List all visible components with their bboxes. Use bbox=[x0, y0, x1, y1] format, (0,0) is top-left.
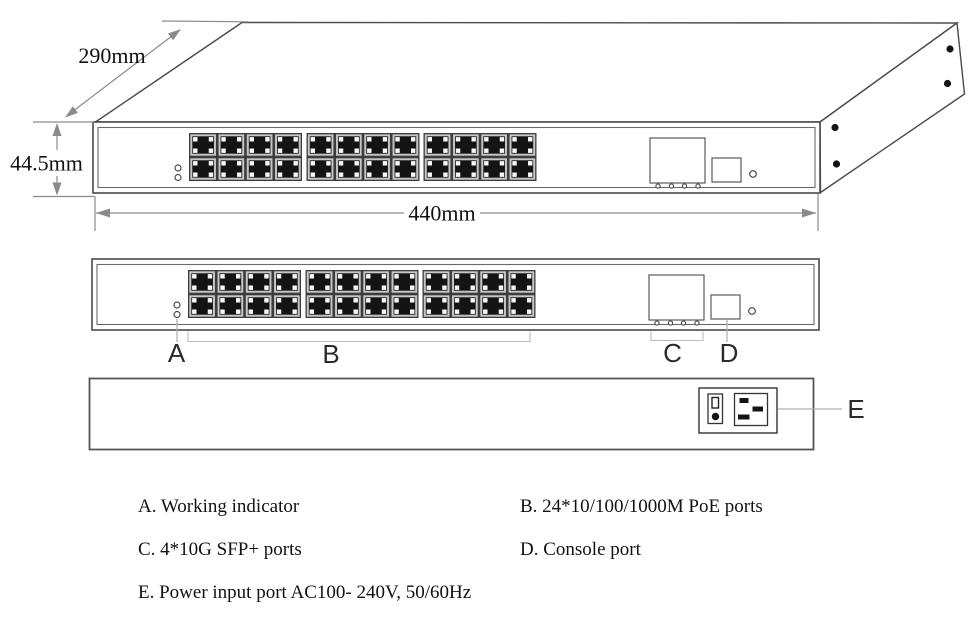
mount-hole bbox=[831, 123, 839, 132]
arrowhead bbox=[52, 123, 62, 136]
ac-prong-slot bbox=[738, 414, 750, 420]
mount-hole bbox=[832, 160, 841, 168]
power-switch-dot bbox=[711, 412, 720, 421]
arrowhead bbox=[168, 29, 181, 41]
mount-hole bbox=[946, 45, 954, 53]
top-face bbox=[93, 21, 960, 123]
label-mask bbox=[9, 150, 85, 176]
arrowhead bbox=[802, 208, 816, 218]
rear-panel-frame bbox=[88, 377, 815, 451]
dimension-depth: 290mm bbox=[65, 20, 249, 118]
callouts: A B C D bbox=[168, 319, 739, 369]
legend-item-a: A. Working indicator bbox=[138, 496, 300, 517]
height-dimension-label: 44.5mm bbox=[10, 151, 83, 176]
callout-d-label: D bbox=[720, 338, 739, 368]
dimension-line bbox=[69, 32, 177, 114]
callout-c-bracket bbox=[650, 331, 704, 342]
legend-item-b: B. 24*10/100/1000M PoE ports bbox=[520, 496, 763, 517]
mount-hole bbox=[943, 79, 952, 88]
dimension-width: 440mm bbox=[94, 194, 819, 231]
perspective-view bbox=[92, 21, 966, 194]
legend-item-c: C. 4*10G SFP+ ports bbox=[138, 539, 302, 560]
width-dimension-label: 440mm bbox=[408, 201, 475, 226]
arrowhead bbox=[65, 106, 78, 118]
legend-item-d: D. Console port bbox=[520, 539, 641, 560]
legend-item-e: E. Power input port AC100- 240V, 50/60Hz bbox=[138, 582, 472, 603]
rear-view: E bbox=[88, 377, 865, 451]
callout-b-label: B bbox=[322, 339, 339, 369]
power-switch-toggle bbox=[711, 396, 720, 409]
arrowhead bbox=[96, 208, 110, 218]
ac-prong-slot bbox=[739, 398, 749, 403]
depth-dimension-label: 290mm bbox=[78, 43, 145, 68]
arrowhead bbox=[52, 182, 62, 196]
ac-prong-slot bbox=[752, 406, 763, 412]
dimension-height: 44.5mm bbox=[9, 121, 94, 198]
front-view bbox=[91, 258, 820, 331]
callout-a-label: A bbox=[168, 338, 186, 368]
callout-e-label: E bbox=[847, 394, 864, 424]
callout-b-bracket bbox=[187, 331, 531, 343]
extension-line bbox=[161, 20, 249, 23]
label-mask bbox=[404, 200, 480, 225]
callout-c-label: C bbox=[663, 338, 682, 368]
